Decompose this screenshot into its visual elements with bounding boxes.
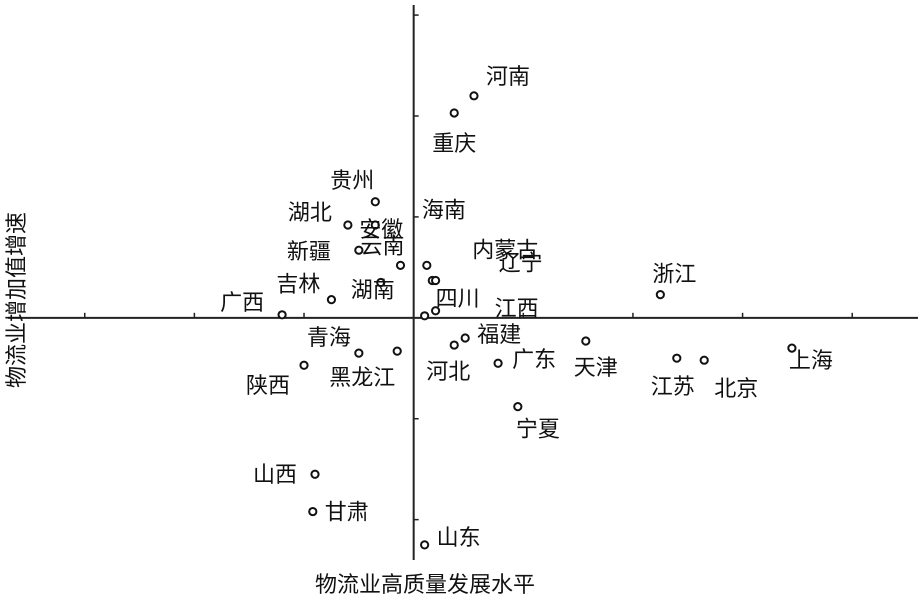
data-point (310, 469, 320, 479)
data-point (343, 220, 353, 230)
data-point (370, 220, 380, 230)
data-point (420, 311, 430, 321)
data-label: 辽宁 (499, 251, 543, 276)
data-point (655, 290, 665, 300)
data-point (420, 540, 430, 550)
data-points (277, 91, 797, 550)
data-label: 北京 (714, 377, 758, 402)
data-point (493, 358, 503, 368)
data-point (460, 333, 470, 343)
data-point (513, 402, 523, 412)
data-point (430, 306, 441, 316)
data-label: 四川 (436, 287, 480, 312)
data-label: 山西 (253, 463, 297, 488)
data-label: 河北 (426, 360, 470, 385)
data-point (469, 91, 479, 101)
data-point (354, 245, 364, 255)
data-point (395, 260, 406, 270)
x-axis-label: 物流业高质量发展水平 (315, 573, 535, 598)
data-label: 青海 (307, 326, 351, 351)
data-label: 宁夏 (516, 418, 560, 443)
y-axis-label: 物流业增加值增速 (5, 212, 30, 388)
data-label: 吉林 (276, 273, 320, 298)
data-label: 浙江 (652, 263, 696, 288)
data-label: 上海 (789, 349, 833, 374)
data-point (787, 343, 797, 353)
data-label: 天津 (574, 356, 618, 381)
data-label: 河南 (486, 65, 530, 90)
data-point (370, 197, 380, 207)
data-point (308, 506, 318, 517)
data-label: 新疆 (287, 240, 331, 265)
data-point (392, 346, 402, 356)
data-point (376, 277, 386, 288)
data-point (430, 275, 441, 286)
data-label: 湖南 (351, 279, 395, 304)
data-label: 江西 (495, 297, 539, 322)
data-point (672, 353, 682, 363)
data-label: 黑龙江 (329, 366, 395, 391)
data-point (422, 260, 432, 270)
data-label: 海南 (422, 198, 466, 223)
data-point (354, 348, 364, 358)
data-point (299, 360, 309, 370)
data-label: 山东 (437, 526, 481, 551)
data-point (449, 108, 459, 118)
data-label: 内蒙古 (472, 238, 538, 263)
data-point (277, 310, 287, 320)
data-label: 云南 (361, 234, 405, 259)
data-point (581, 336, 591, 346)
data-label: 江苏 (651, 375, 695, 400)
data-label: 陕西 (246, 374, 290, 399)
data-label: 重庆 (432, 132, 476, 157)
point-labels: 河南重庆贵州湖北安徽海南新疆 云南 内蒙古辽宁吉林 湖南 四川江西 广西 浙江青海 福建河北 广… (220, 65, 833, 551)
data-label: 甘肃 (325, 501, 369, 526)
data-label: 湖北 (288, 201, 332, 226)
data-point (326, 295, 337, 305)
data-label: 福建 (477, 323, 521, 348)
data-label: 广西 (220, 291, 264, 316)
data-point (699, 355, 709, 365)
axes (8, 5, 918, 560)
data-point (449, 340, 459, 350)
data-label: 安徽 (359, 218, 403, 243)
data-label: 贵州 (330, 169, 374, 194)
data-label: 广东 (512, 348, 556, 373)
